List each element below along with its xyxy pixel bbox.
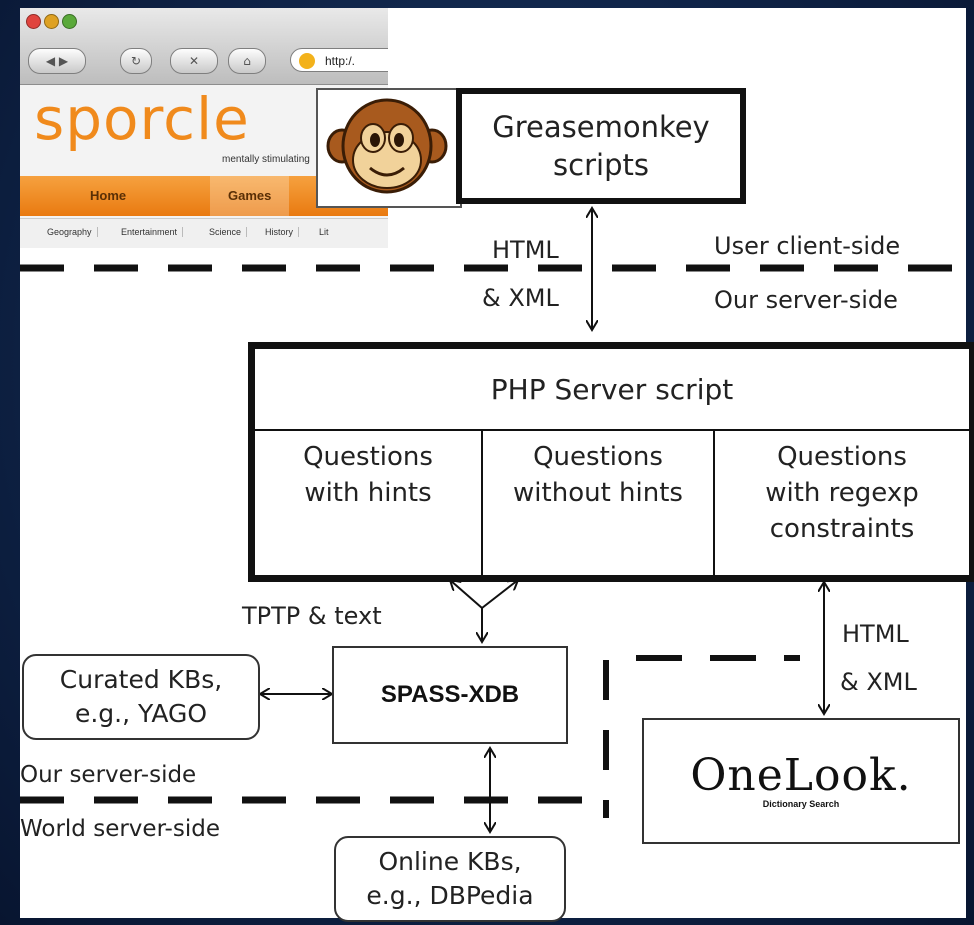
our-server-side-bottom-label: Our server-side <box>20 762 197 788</box>
html-xml-top-line2: & XML <box>482 284 559 312</box>
stop-button[interactable]: ✕ <box>170 48 218 74</box>
reload-button[interactable]: ↻ <box>120 48 152 74</box>
online-line2: e.g., DBPedia <box>366 881 534 910</box>
nav-home[interactable]: Home <box>90 188 127 203</box>
minimize-window-icon[interactable] <box>44 14 59 29</box>
curated-line2: e.g., YAGO <box>74 699 208 728</box>
nav-games[interactable]: Games <box>210 176 290 216</box>
user-client-side-label: User client-side <box>714 232 901 260</box>
subnav-geography[interactable]: Geography <box>42 227 98 237</box>
q1-line1: Questions <box>303 442 433 472</box>
back-icon[interactable]: ◀ <box>45 54 56 68</box>
greasemonkey-icon <box>326 98 448 194</box>
online-line1: Online KBs, <box>378 847 522 876</box>
curated-kbs-box: Curated KBs, e.g., YAGO <box>22 654 260 740</box>
sporcle-subnav: Geography Entertainment Science History … <box>20 218 388 248</box>
connector-lines <box>20 8 966 918</box>
spass-xdb-box: SPASS-XDB <box>332 646 568 744</box>
sporcle-logo[interactable]: sporcle <box>34 85 250 153</box>
arrow-fork-left <box>450 580 483 609</box>
questions-regexp-cell: Questions with regexp constraints <box>715 429 969 575</box>
questions-without-hints-cell: Questions without hints <box>483 429 715 575</box>
diagram-panel: ◀ ▶ ↻ ✕ ⌂ http:/. sporcle mentally stimu… <box>20 8 974 922</box>
url-text: http:/. <box>325 54 356 68</box>
php-server-header: PHP Server script <box>255 349 969 431</box>
q3-line2: with regexp <box>765 478 919 508</box>
subnav-science[interactable]: Science <box>204 227 248 237</box>
php-server-title: PHP Server script <box>490 372 734 406</box>
home-button[interactable]: ⌂ <box>228 48 266 74</box>
zoom-window-icon[interactable] <box>62 14 77 29</box>
close-window-icon[interactable] <box>26 14 41 29</box>
greasemonkey-logo-box <box>316 88 462 208</box>
php-server-box: PHP Server script Questions with hints Q… <box>248 342 974 582</box>
onelook-subtitle: Dictionary Search <box>762 799 840 809</box>
q3-line1: Questions <box>777 442 907 472</box>
q2-line2: without hints <box>513 478 683 508</box>
q3-line3: constraints <box>769 514 915 544</box>
back-forward-button[interactable]: ◀ ▶ <box>28 48 86 74</box>
browser-screenshot: ◀ ▶ ↻ ✕ ⌂ http:/. sporcle mentally stimu… <box>20 8 388 248</box>
site-favicon-icon <box>299 53 315 69</box>
html-xml-right-line1: HTML <box>842 620 909 648</box>
greasemonkey-scripts-box: Greasemonkey scripts <box>456 88 746 204</box>
subnav-history[interactable]: History <box>260 227 300 237</box>
online-kbs-box: Online KBs, e.g., DBPedia <box>334 836 566 922</box>
onelook-logo[interactable]: OneLook. <box>690 750 912 801</box>
q2-line1: Questions <box>533 442 663 472</box>
greasemonkey-line2: scripts <box>553 148 649 182</box>
greasemonkey-line1: Greasemonkey <box>492 110 710 144</box>
html-xml-right-line2: & XML <box>840 668 917 696</box>
spass-xdb-label: SPASS-XDB <box>380 681 520 708</box>
our-server-side-top-label: Our server-side <box>714 286 898 314</box>
forward-icon[interactable]: ▶ <box>58 54 69 68</box>
onelook-box: OneLook. Dictionary Search <box>642 718 960 844</box>
world-server-side-label: World server-side <box>20 816 220 842</box>
home-icon: ⌂ <box>243 54 251 68</box>
arrow-fork-right <box>481 580 518 609</box>
reload-icon: ↻ <box>130 54 142 68</box>
subnav-entertainment[interactable]: Entertainment <box>116 227 184 237</box>
curated-line1: Curated KBs, <box>59 665 223 694</box>
html-xml-top-line1: HTML <box>492 236 559 264</box>
stop-icon: ✕ <box>188 54 200 68</box>
sporcle-tagline: mentally stimulating <box>222 154 310 165</box>
browser-toolbar: ◀ ▶ ↻ ✕ ⌂ http:/. <box>20 8 388 85</box>
questions-with-hints-cell: Questions with hints <box>255 429 483 575</box>
subnav-lit[interactable]: Lit <box>319 227 329 237</box>
tptp-text-label: TPTP & text <box>242 602 382 630</box>
url-bar[interactable]: http:/. <box>290 48 388 72</box>
q1-line2: with hints <box>304 478 432 508</box>
